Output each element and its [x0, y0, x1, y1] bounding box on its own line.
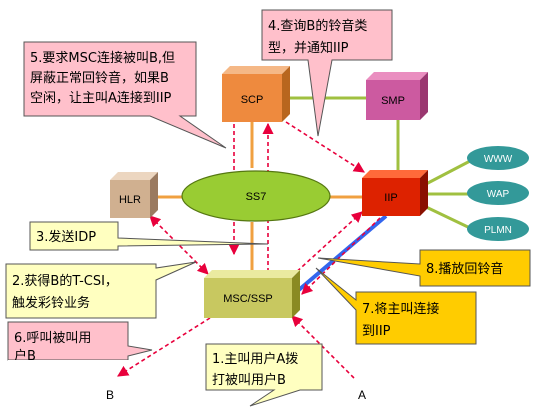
callout-7-line-2: 到IIP: [362, 324, 391, 339]
svg-text:5.要求MSC连接被叫B,但 屏蔽正常回铃音，如: 5.要求MSC连接被叫B,但 屏蔽正常回铃音，如果B 空闲，让主叫A连接到IIP: [30, 50, 179, 106]
callout-1-line-1: 1.主叫用户A拨: [212, 351, 298, 367]
msc-ssp-label: MSC/SSP: [223, 293, 273, 305]
callout-6: 6.呼叫被叫用 户B: [7, 321, 153, 366]
smp-label: SMP: [381, 95, 405, 107]
callout-8-line-1: 8.播放回铃音: [426, 261, 503, 277]
callout-2: 2.获得B的T-CSI， 触发彩铃业务: [5, 261, 197, 319]
www-label: WWW: [484, 154, 513, 165]
scp-node: SCP: [222, 66, 290, 122]
wap-node: WAP: [467, 181, 529, 205]
iip-label: IIP: [384, 192, 397, 204]
svg-text:1.主叫用户A拨 打被叫用户B: 1.主叫用户A拨 打被叫用户B: [212, 351, 302, 388]
callout-5-line-2: 屏蔽正常回铃音，如果B: [30, 70, 169, 86]
plmn-node: PLMN: [467, 217, 529, 241]
callout-1: 1.主叫用户A拨 打被叫用户B: [205, 343, 323, 407]
hlr-node: HLR: [110, 172, 158, 218]
www-node: WWW: [467, 146, 529, 170]
endpoint-b-label: B: [106, 388, 114, 402]
callout-1-line-2: 打被叫用户B: [212, 372, 286, 388]
svg-text:7.将主叫连接 到IIP: 7.将主叫连接 到IIP: [362, 301, 444, 339]
network-links: [158, 96, 473, 296]
callout-5: 5.要求MSC连接被叫B,但 屏蔽正常回铃音，如果B 空闲，让主叫A连接到IIP: [23, 41, 227, 149]
scp-label: SCP: [241, 94, 264, 106]
callout-2-line-1: 2.获得B的T-CSI，: [12, 273, 118, 289]
callout-7-line-1: 7.将主叫连接: [362, 301, 439, 317]
wap-label: WAP: [487, 189, 510, 200]
msc-ssp-node: MSC/SSP: [204, 270, 300, 318]
message-arrows: [117, 121, 381, 379]
callout-6-line-1: 6.呼叫被叫用: [14, 331, 91, 346]
iip-node: IIP: [362, 170, 428, 216]
callout-3-line-1: 3.发送IDP: [36, 229, 96, 245]
svg-text:4.查询B的铃音类 型，并通知IIP: 4.查询B的铃音类 型，并通知IIP: [268, 18, 371, 56]
callout-8: 8.播放回铃音: [317, 249, 531, 287]
plmn-label: PLMN: [484, 225, 512, 236]
callout-4-line-2: 型，并通知IIP: [268, 40, 349, 56]
arrow-msc-to-iip: [291, 211, 363, 277]
callout-7: 7.将主叫连接 到IIP: [315, 267, 477, 345]
arrow-a-to-msc: [291, 315, 355, 379]
smp-node: SMP: [366, 72, 428, 120]
callout-4-line-1: 4.查询B的铃音类: [268, 18, 367, 34]
callout-5-line-3: 空闲，让主叫A连接到IIP: [30, 90, 172, 106]
link-iip-plmn: [423, 204, 471, 230]
callout-3: 3.发送IDP: [29, 221, 269, 251]
callout-5-line-1: 5.要求MSC连接被叫B,但: [30, 50, 175, 66]
callout-4: 4.查询B的铃音类 型，并通知IIP: [261, 9, 393, 137]
ss7-label: SS7: [246, 191, 267, 203]
callout-2-line-2: 触发彩铃业务: [12, 295, 90, 311]
ss7-node: SS7: [181, 170, 331, 222]
svg-text:2.获得B的T-CSI， 触发彩铃业务: 2.获得B的T-CSI， 触发彩铃业务: [12, 273, 122, 311]
arrow-scp-to-iip: [285, 121, 365, 173]
endpoint-a-label: A: [358, 388, 366, 402]
hlr-label: HLR: [119, 194, 141, 206]
link-msc-iip-blue: [292, 214, 388, 296]
link-iip-www: [425, 158, 473, 186]
